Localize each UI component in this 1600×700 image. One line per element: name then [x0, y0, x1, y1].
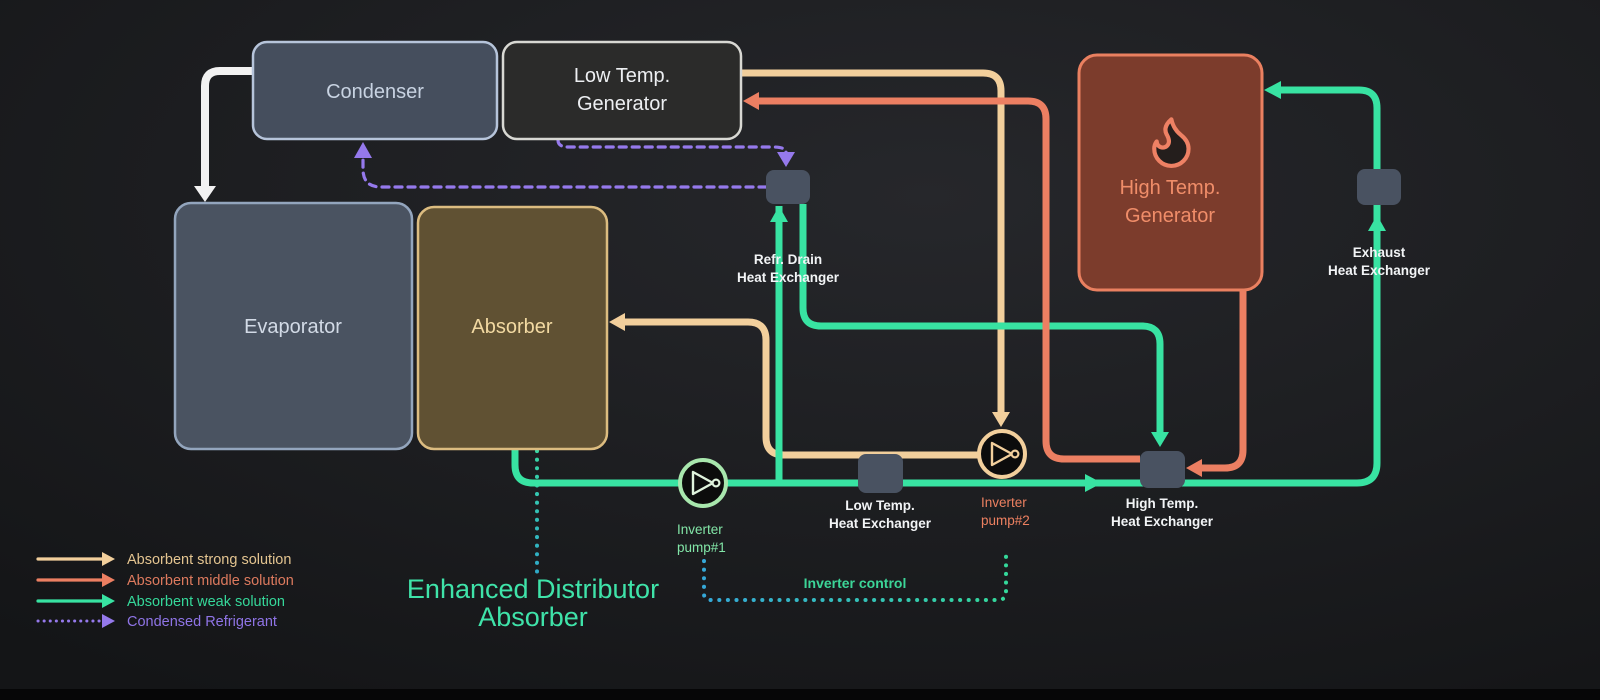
- absorber-label: Absorber: [471, 316, 552, 338]
- exhaust-heat-exchanger-block: [1357, 169, 1401, 205]
- middle-solution-high-temp-hx-to-lt-generator: [758, 97, 1140, 463]
- arrow-into-high-temp-hx-right: [1186, 459, 1202, 477]
- weak-solution-drain-hx-to-high-temp-hx: [799, 204, 1164, 440]
- arrow-into-condenser: [354, 142, 372, 158]
- high-temp-generator-box: High Temp. Generator: [1077, 53, 1264, 292]
- inverter-control-label: Inverter control: [804, 575, 907, 591]
- low-temp-generator-label-line2: Generator: [577, 93, 667, 115]
- weak-solution-main-line: [511, 86, 1381, 487]
- middle-solution-generator-to-high-temp-hx: [1200, 290, 1247, 472]
- low-temp-heat-exchanger-block: [858, 454, 903, 493]
- arrow-into-high-temp-hx-top: [1151, 432, 1169, 447]
- legend-label-middle: Absorbent middle solution: [127, 573, 294, 589]
- high-temp-generator-label-line2: Generator: [1125, 205, 1215, 227]
- legend-label-strong: Absorbent strong solution: [127, 552, 291, 568]
- legend: Absorbent strong solution Absorbent midd…: [36, 552, 294, 630]
- condenser-box: Condenser: [251, 40, 499, 141]
- condenser-label: Condenser: [326, 81, 424, 103]
- arrow-weak-solution-mid: [1085, 474, 1102, 492]
- refr-drain-heat-exchanger-block: [766, 170, 810, 204]
- high-temp-heat-exchanger-block: [1140, 451, 1185, 488]
- pump2-inverter-symbol-icon: [990, 441, 1014, 467]
- legend-arrow-strong: [102, 552, 115, 566]
- low-temp-generator-label-line1: Low Temp.: [574, 65, 670, 87]
- exhaust-hx-label-line1: Exhaust: [1353, 245, 1406, 260]
- arrow-into-drain-hx-bottom: [770, 206, 788, 222]
- low-temp-hx-label-line2: Heat Exchanger: [829, 516, 932, 531]
- flame-icon: [1152, 117, 1191, 168]
- legend-arrow-middle: [102, 573, 115, 587]
- low-temp-hx-label-line1: Low Temp.: [845, 498, 915, 513]
- inverter-pump1: [678, 458, 728, 508]
- enhanced-distributor-annotation-line1: Enhanced Distributor: [407, 574, 659, 604]
- evaporator-box: Evaporator: [173, 201, 414, 451]
- strong-solution-generator-to-pump2: [741, 69, 1005, 414]
- pump2-label-line1: Inverter: [981, 495, 1027, 510]
- condenser-to-evaporator-line: [201, 67, 255, 188]
- pump2-label-line2: pump#2: [981, 513, 1030, 528]
- arrow-into-pump2: [992, 412, 1010, 427]
- refr-drain-hx-label-line2: Heat Exchanger: [737, 270, 840, 285]
- high-temp-hx-label-line2: Heat Exchanger: [1111, 514, 1214, 529]
- legend-label-refrigerant: Condensed Refrigerant: [127, 614, 277, 630]
- legend-arrow-refrigerant: [102, 614, 115, 628]
- legend-arrow-weak: [102, 594, 115, 608]
- pump1-inverter-symbol-icon: [691, 470, 715, 496]
- condensed-refrigerant-line-to-drain-hx: [556, 138, 788, 155]
- arrow-into-drain-hx-top: [777, 152, 795, 167]
- arrow-into-lt-generator: [743, 92, 759, 110]
- bottom-strip: [0, 689, 1600, 700]
- low-temp-generator-box: Low Temp. Generator: [501, 40, 743, 141]
- condensed-refrigerant-line-to-condenser: [361, 158, 768, 189]
- high-temp-generator-label-line1: High Temp.: [1120, 177, 1221, 199]
- enhanced-distributor-annotation-line2: Absorber: [478, 602, 588, 632]
- refr-drain-hx-label-line1: Refr. Drain: [754, 252, 822, 267]
- inverter-control-line: [702, 553, 1008, 602]
- high-temp-hx-label-line1: High Temp.: [1126, 496, 1199, 511]
- arrow-into-ht-generator: [1264, 81, 1281, 99]
- arrow-into-absorber: [609, 313, 625, 331]
- legend-label-weak: Absorbent weak solution: [127, 594, 285, 610]
- arrow-into-exhaust-hx: [1368, 215, 1386, 231]
- inverter-pump2: [977, 429, 1027, 479]
- arrow-into-evaporator: [194, 186, 216, 202]
- pump1-label-line1: Inverter: [677, 522, 723, 537]
- evaporator-label: Evaporator: [244, 316, 342, 338]
- absorber-box: Absorber: [416, 205, 609, 451]
- pump1-label-line2: pump#1: [677, 540, 726, 555]
- exhaust-hx-label-line2: Heat Exchanger: [1328, 263, 1431, 278]
